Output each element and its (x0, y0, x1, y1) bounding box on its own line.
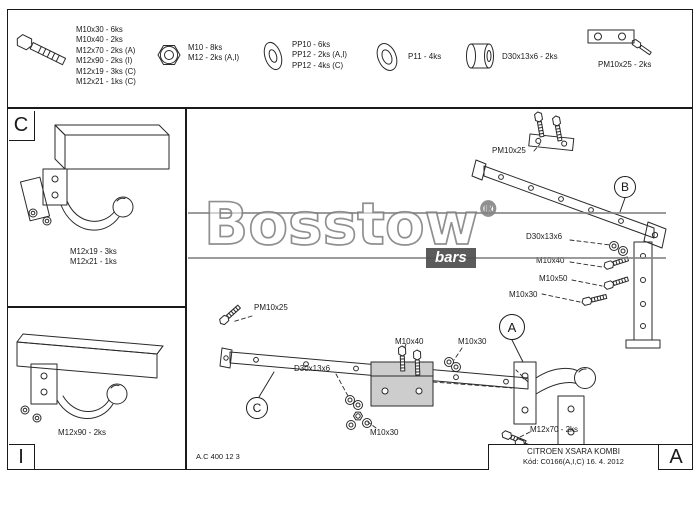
m12x70-label: M12x70 - 2ks (530, 425, 579, 434)
bushing-label: D30x13x6 - 2ks (502, 52, 558, 61)
washer-size-line: PP12 - 2ks (A,I) (292, 50, 348, 60)
pm10x25-strip-top (528, 133, 575, 152)
view-i-corner-label: I (8, 444, 35, 470)
view-c-fastener-line: M12x21 - 1ks (70, 257, 117, 267)
nut-sizes-list: M10 - 8ks M12 - 2ks (A,I) (188, 43, 239, 64)
callout-a: A (499, 314, 525, 340)
d30-right-label: D30x13x6 (526, 232, 563, 241)
main-exploded-drawing (217, 110, 667, 448)
large-washer-icon (376, 43, 398, 71)
plate-label: PM10x25 - 2ks (598, 60, 652, 69)
bushing-icon (466, 43, 494, 69)
drawing-frame (7, 9, 693, 470)
pm10x25-left-label: PM10x25 (254, 303, 288, 312)
vehicle-model: CITROEN XSARA KOMBI (527, 447, 620, 456)
d30-left-label: D30x13x6 (294, 364, 331, 373)
view-c-corner-label: C (8, 110, 35, 141)
washer-icon (263, 41, 283, 71)
callout-leaders (258, 197, 626, 398)
nut-icon (157, 45, 181, 65)
m10x40-right-label: M10x40 (536, 256, 565, 265)
nut-size-line: M12 - 2ks (A,I) (188, 53, 240, 63)
view-i-drawing (16, 333, 164, 423)
product-code-date: Kód: C0166(A,I,C) 16. 4. 2012 (523, 457, 624, 466)
title-block: CITROEN XSARA KOMBI Kód: C0166(A,I,C) 16… (488, 444, 658, 470)
m10x30-mid-label: M10x30 (458, 337, 487, 346)
bolt-size-line: M12x19 - 3ks (C) (76, 66, 136, 76)
bolt-size-line: M10x30 - 6ks (76, 25, 123, 34)
callout-b: B (614, 176, 636, 198)
m10x40-mid-label: M10x40 (395, 337, 424, 346)
leader-lines (231, 143, 611, 438)
legend-divider-line (7, 107, 693, 109)
bolt-size-line: M10x40 - 2ks (76, 35, 123, 45)
bolt-size-line: M12x90 - 2ks (I) (76, 56, 133, 66)
washer-size-line: PP12 - 4ks (C) (292, 60, 344, 70)
pm10x25-top-label: PM10x25 (492, 146, 526, 155)
view-c-fastener-line: M12x19 - 3ks (70, 247, 117, 256)
plate-strip-icon (587, 29, 652, 56)
doc-number: A.C 400 12 3 (196, 452, 240, 461)
towball-assembly-a (513, 361, 596, 447)
left-column-divider-line (185, 107, 187, 470)
bolt-icon (16, 34, 67, 66)
washer-sizes-list: PP10 - 6ks PP12 - 2ks (A,I) PP12 - 4ks (… (292, 40, 347, 71)
p11-label: P11 - 4ks (408, 52, 442, 61)
bolt-size-line: M12x70 - 2ks (A) (76, 45, 136, 55)
right-support-bracket (625, 241, 661, 349)
side-bar-b (471, 159, 667, 249)
view-i-fastener-label: M12x90 - 2ks (58, 428, 107, 437)
bolt-size-line: M12x21 - 1ks (C) (76, 77, 136, 87)
nut-size-line: M10 - 8ks (188, 43, 223, 52)
m10x50-right-label: M10x50 (539, 274, 568, 283)
bolt-sizes-list: M10x30 - 6ks M10x40 - 2ks M12x70 - 2ks (… (76, 25, 136, 87)
view-c-drawing (19, 124, 170, 231)
m10x30-bottom-label: M10x30 (370, 428, 399, 437)
callout-c: C (246, 397, 268, 419)
view-c-fastener-labels: M12x19 - 3ks M12x21 - 1ks (70, 247, 117, 268)
view-divider-line (7, 306, 186, 308)
sheet-corner-label: A (658, 444, 693, 470)
washer-size-line: PP10 - 6ks (292, 40, 331, 49)
m10x30-right-label: M10x30 (509, 290, 538, 299)
